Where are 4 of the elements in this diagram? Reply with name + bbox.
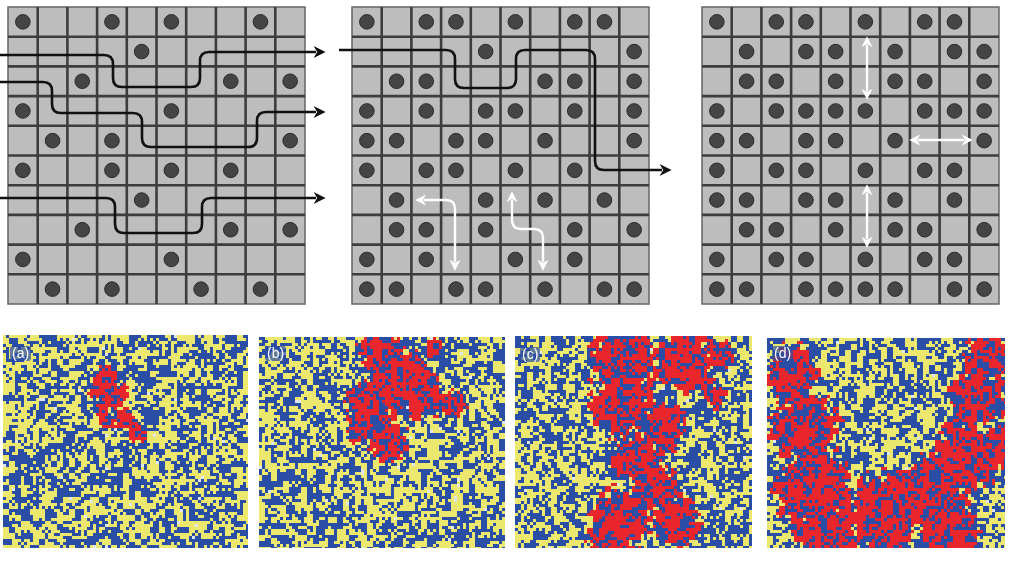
panel-label: (d) [772, 346, 794, 361]
panel-label: (c) [520, 347, 541, 362]
panel-label: (b) [265, 346, 287, 361]
panel-label: (a) [10, 346, 32, 361]
